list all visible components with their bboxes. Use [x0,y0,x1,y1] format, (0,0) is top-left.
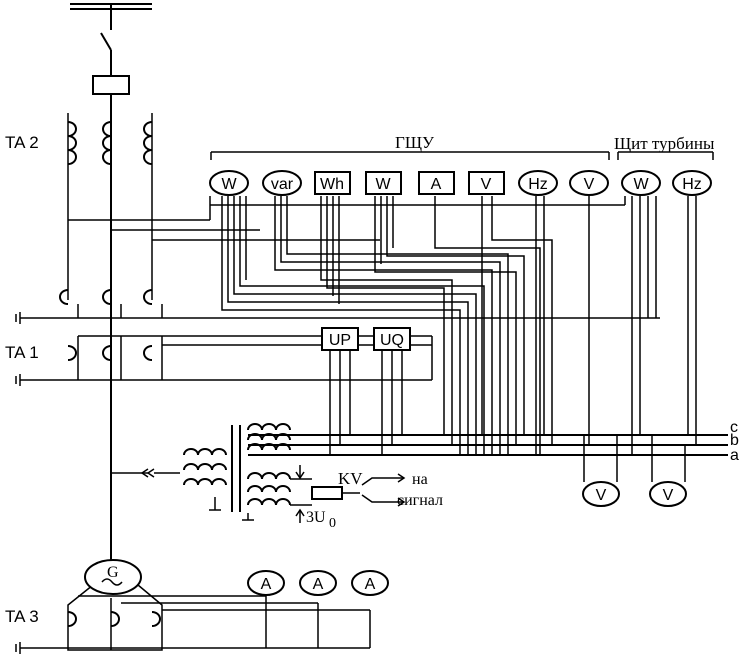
generator: G [84,559,142,595]
ta3-ammeter-1: A [247,570,285,596]
svg-text:W: W [633,176,649,193]
svg-text:A: A [365,576,376,593]
ta3-label: TA 3 [5,607,39,626]
svg-text:Wh: Wh [320,176,344,193]
zero-sequence-subscript: 0 [329,516,336,531]
svg-text:UQ: UQ [380,332,404,349]
svg-text:V: V [481,176,492,193]
circuit-breaker [92,75,130,95]
svg-text:UP: UP [329,332,351,349]
gshu-wattmeter: W [209,170,249,196]
turbine-wattmeter: W [621,170,661,196]
gshu-bracket [210,151,714,160]
svg-text:V: V [596,487,607,504]
ta1-ct-row [15,335,433,386]
generator-label: G [107,564,119,581]
ta2-ct-secondary-row [15,289,660,324]
ta3-wiring [15,584,371,654]
transducer-wiring [329,350,403,455]
ta2-label: TA 2 [5,133,39,152]
turbine-panel-label: Щит турбины [614,134,715,153]
phase-busbars [248,434,728,456]
ct-to-meters-wiring [68,196,626,241]
svg-text:var: var [271,176,294,193]
kv-relay [311,473,406,507]
bus-voltmeter-wiring [583,435,686,482]
voltage-transformer [183,423,312,523]
gshu-voltmeter-2: V [569,170,609,196]
ta1-label: TA 1 [5,343,39,362]
disconnector-switch [100,5,112,76]
uq-transducer: UQ [373,327,411,351]
bus-voltmeter-1: V [582,481,620,507]
svg-text:A: A [261,576,272,593]
gshu-varmeter: var [262,170,302,196]
ta3-ammeter-3: A [351,570,389,596]
phase-c-label: c [730,419,738,436]
svg-text:W: W [375,176,391,193]
svg-text:V: V [584,176,595,193]
gshu-ammeter: A [418,171,455,195]
zero-sequence-label: 3U [306,509,326,526]
gshu-label: ГЩУ [395,133,435,152]
svg-text:A: A [313,576,324,593]
signal-label-line2: сигнал [397,492,443,509]
svg-text:Hz: Hz [682,176,702,193]
gshu-voltmeter: V [468,171,505,195]
phase-a-label: a [730,447,739,464]
gshu-energy-meter: Wh [314,171,351,195]
kv-label: KV [338,469,363,488]
svg-text:A: A [431,176,442,193]
up-transducer: UP [321,327,359,351]
gshu-frequency-meter: Hz [518,170,558,196]
svg-text:W: W [221,176,237,193]
turbine-frequency-meter: Hz [672,170,712,196]
svg-text:V: V [663,487,674,504]
bus-voltmeter-2: V [649,481,687,507]
generator-lead [110,94,180,560]
svg-text:Hz: Hz [528,176,548,193]
meter-drop-wires [221,196,697,455]
phase-b-label: b [730,432,739,449]
ta2-ct-top-coils [67,113,153,300]
signal-label-line1: на [412,471,428,488]
ta3-ammeter-2: A [299,570,337,596]
gshu-wattmeter-2: W [365,171,402,195]
